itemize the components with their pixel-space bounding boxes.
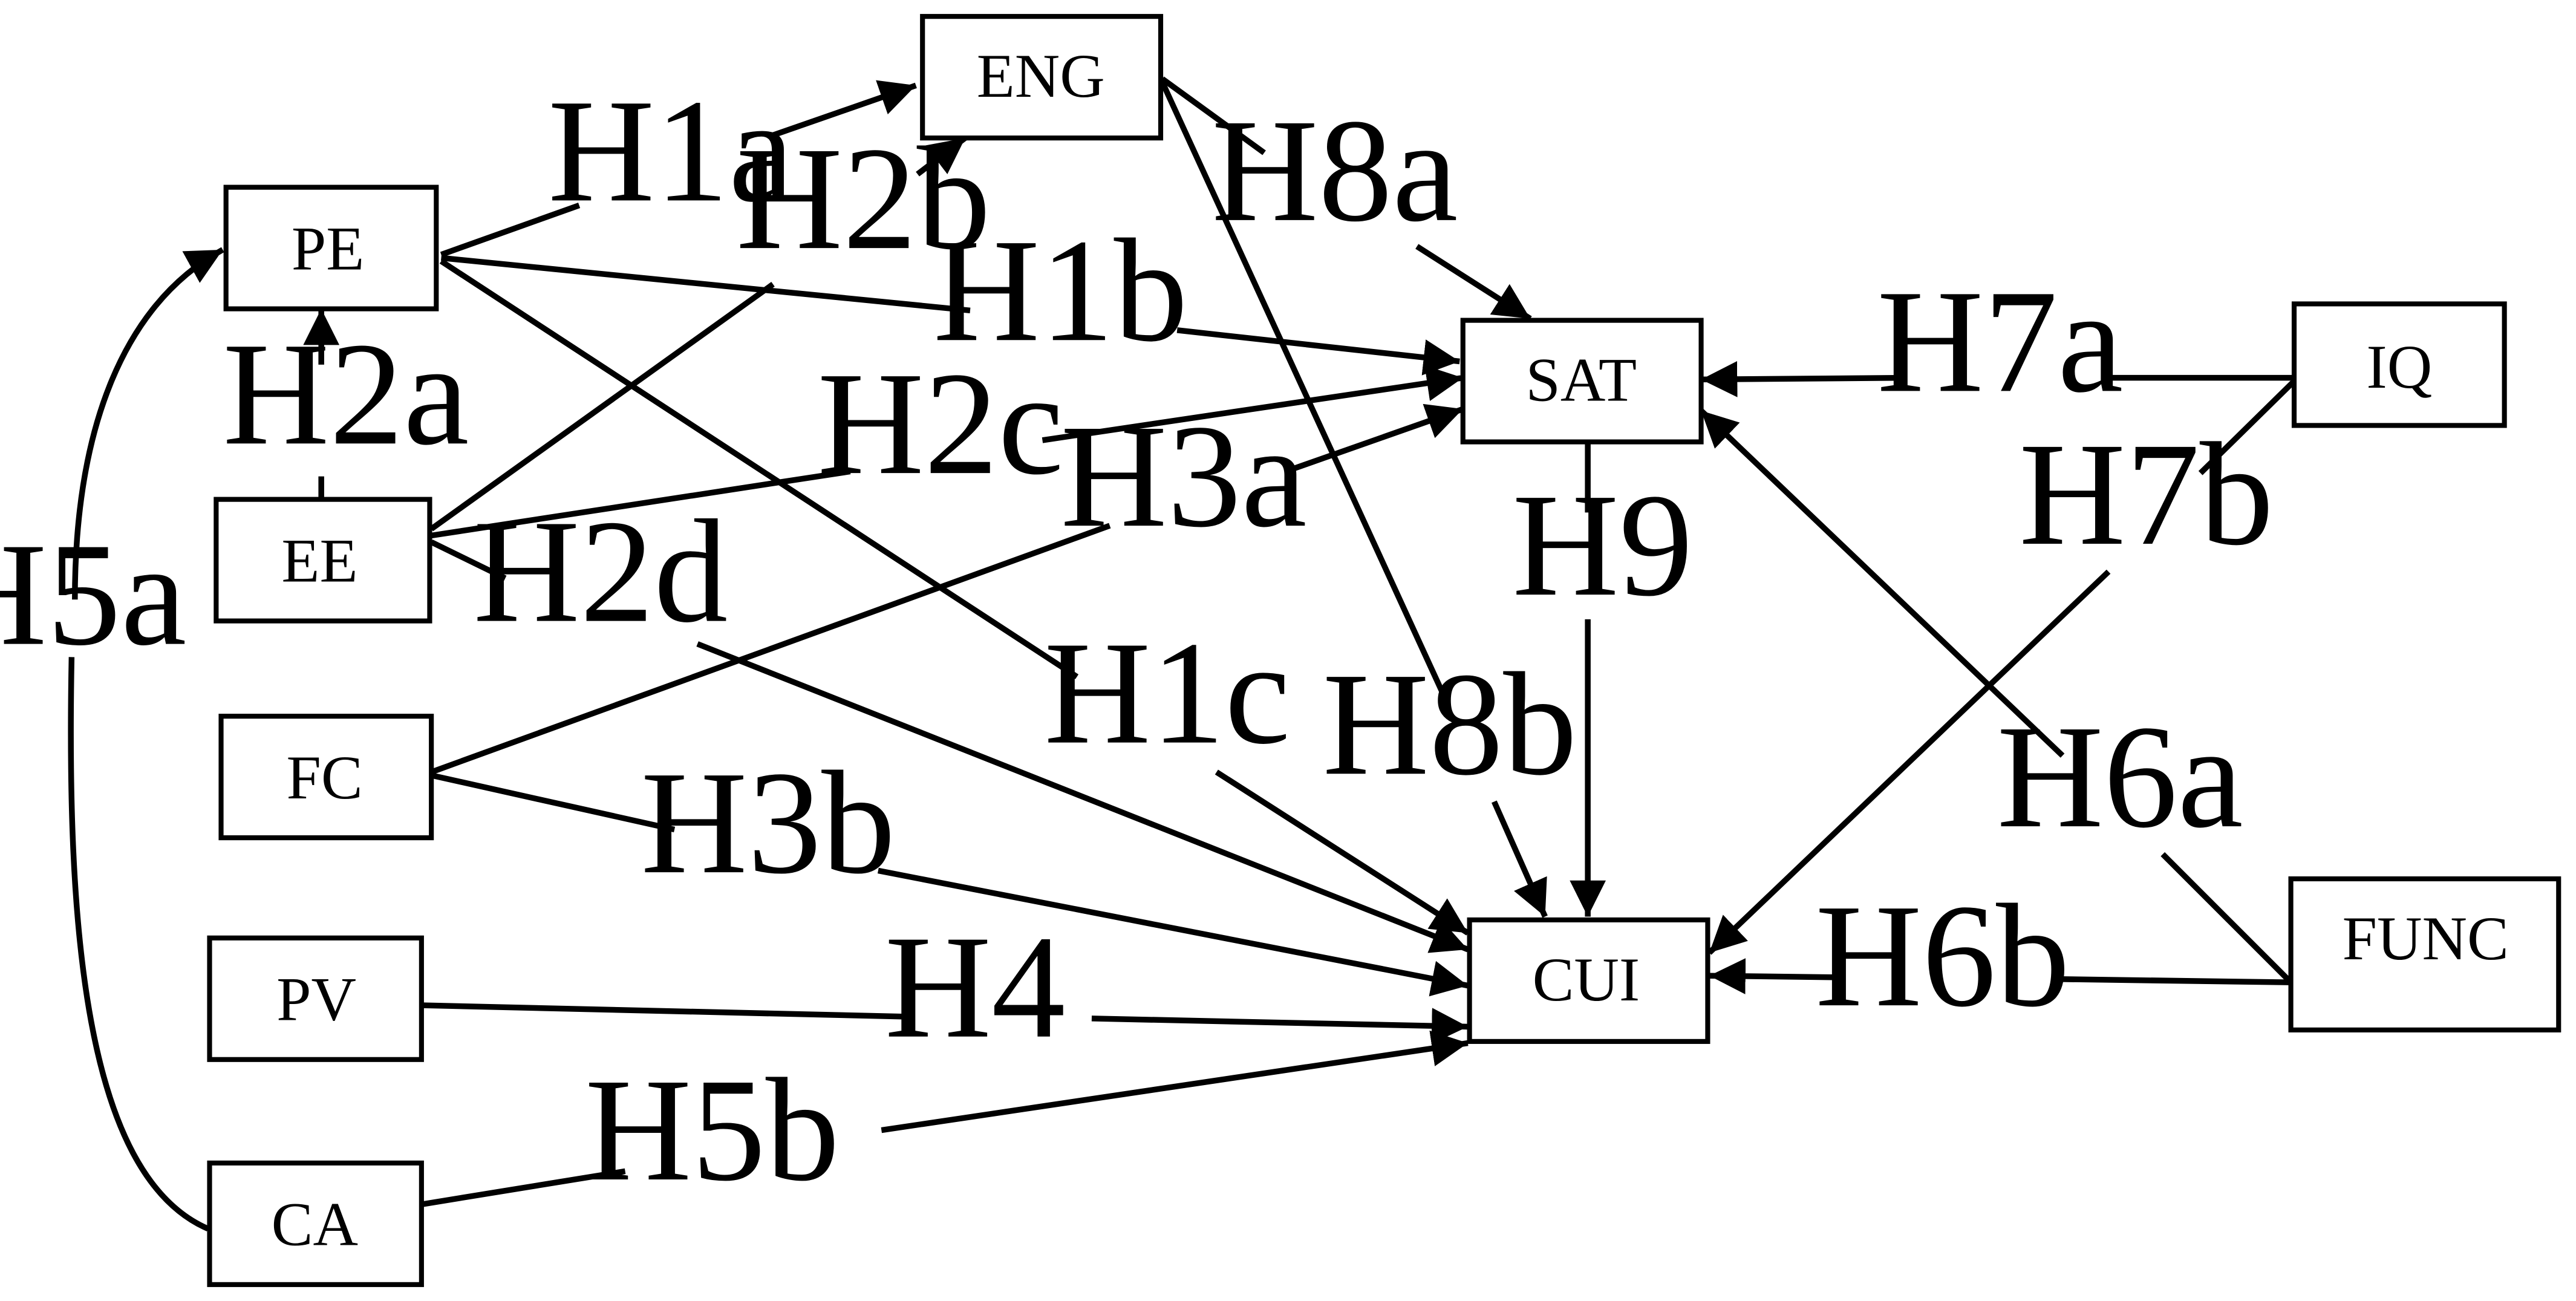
- edge-h8a: H8a: [1160, 76, 1532, 321]
- edge-label-h1a: H1a: [548, 68, 794, 232]
- node-iq: IQ: [2291, 301, 2507, 428]
- node-sat: SAT: [1460, 318, 1704, 445]
- edge-h1c: H1c: [439, 258, 1470, 936]
- edge-label-h9: H9: [1512, 463, 1693, 627]
- edge-h8b: H8b: [1159, 80, 1577, 918]
- edge-h3a: H3a: [430, 394, 1464, 775]
- edge-h2d: H2d: [430, 489, 1469, 953]
- edge-h3b: H3b: [431, 740, 1469, 997]
- node-label-eng: ENG: [977, 42, 1105, 111]
- edge-label-h3a: H3a: [1060, 394, 1306, 558]
- edge-h7a: H7a: [1701, 259, 2294, 423]
- edge-h2b: H2b: [429, 116, 991, 532]
- edge-h5a: H5a: [0, 247, 224, 1231]
- edge-label-h5a: H5a: [0, 512, 186, 676]
- node-label-func: FUNC: [2343, 904, 2509, 973]
- edge-h1a: H1a: [440, 68, 917, 258]
- edge-h6b: H6b: [1709, 873, 2289, 1037]
- edge-h7b: H7b: [1707, 379, 2297, 955]
- edge-label-h4: H4: [885, 905, 1066, 1069]
- node-label-iq: IQ: [2366, 333, 2432, 402]
- node-fc: FC: [218, 714, 434, 841]
- node-label-ca: CA: [272, 1190, 358, 1259]
- node-func: FUNC: [2288, 876, 2561, 1032]
- edge-label-h1b: H1b: [933, 208, 1188, 372]
- edge-h9: H9: [1512, 443, 1693, 917]
- node-cui: CUI: [1467, 917, 1710, 1044]
- edge-h4: H4: [423, 905, 1468, 1069]
- node-label-cui: CUI: [1533, 945, 1640, 1014]
- edge-label-h7a: H7a: [1877, 259, 2123, 423]
- edge-h2c: H2c: [431, 341, 1464, 539]
- edge-label-h7b: H7b: [2019, 412, 2274, 576]
- node-pe: PE: [223, 184, 439, 311]
- edge-h5b: H5b: [422, 1030, 1469, 1211]
- node-label-ee: EE: [281, 526, 357, 595]
- node-label-pe: PE: [292, 214, 364, 283]
- edge-label-h2b: H2b: [736, 116, 991, 280]
- edge-label-h1c: H1c: [1044, 611, 1290, 775]
- node-pv: PV: [207, 935, 424, 1062]
- edge-label-h2c: H2c: [817, 341, 1063, 505]
- edge-label-h2d: H2d: [473, 489, 728, 653]
- edge-label-h6a: H6a: [1997, 694, 2243, 858]
- node-label-fc: FC: [287, 743, 363, 812]
- edge-label-h5b: H5b: [585, 1048, 840, 1211]
- node-label-pv: PV: [276, 965, 356, 1034]
- edge-h6a: H6a: [1699, 408, 2292, 983]
- node-label-sat: SAT: [1526, 346, 1637, 415]
- edge-label-h8b: H8b: [1323, 642, 1577, 806]
- edge-h2a: H2a: [223, 308, 469, 498]
- edge-label-h3b: H3b: [641, 740, 895, 904]
- edge-h1b: H1b: [440, 208, 1460, 376]
- edge-label-h2a: H2a: [223, 311, 469, 475]
- node-eng: ENG: [920, 14, 1164, 141]
- edge-label-h8a: H8a: [1211, 88, 1458, 252]
- node-ca: CA: [207, 1160, 424, 1287]
- edge-label-h6b: H6b: [1815, 873, 2070, 1037]
- node-ee: EE: [214, 497, 432, 624]
